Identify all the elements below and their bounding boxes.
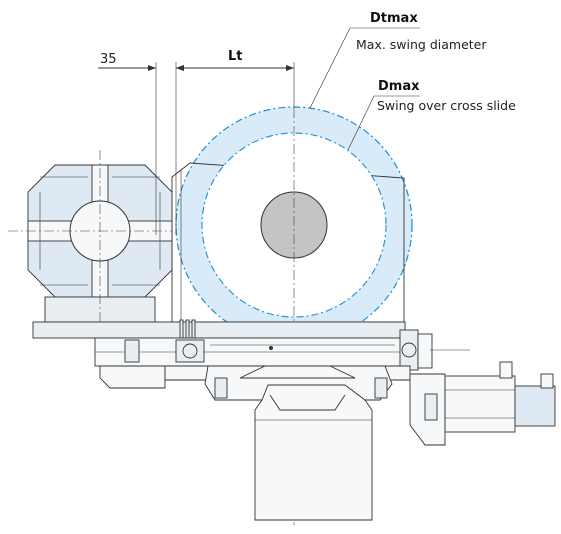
offset-35-label: 35 (100, 52, 117, 67)
servo-motor (409, 349, 556, 446)
dmax-description: Swing over cross slide (377, 98, 516, 113)
headstock-body (171, 162, 405, 323)
turret (27, 164, 173, 323)
dimension-35: 35 (98, 52, 184, 235)
dmax-callout: Dmax Swing over cross slide (347, 79, 516, 151)
bed-plate (32, 321, 406, 339)
dtmax-callout: Dtmax Max. swing diameter (309, 11, 487, 109)
dmax-title: Dmax (378, 79, 420, 94)
dtmax-title: Dtmax (370, 11, 418, 26)
headstock-outline (171, 162, 405, 323)
dtmax-description: Max. swing diameter (356, 37, 487, 52)
base-column (254, 384, 373, 521)
lt-label: Lt (228, 49, 243, 64)
